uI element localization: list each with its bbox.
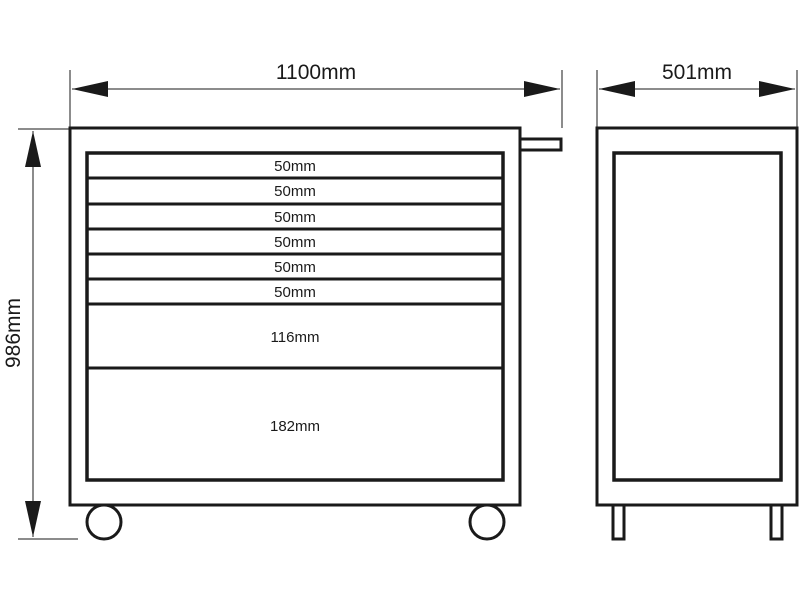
front-view: 50mm 50mm 50mm 50mm 50mm 50mm 116mm 182m… [68,126,563,541]
drawer-label: 50mm [274,183,316,200]
depth-dimension: 501mm [596,61,798,128]
side-view [595,126,799,541]
wheel-right [468,503,506,541]
cabinet-side-frame [595,126,799,507]
width-dimension: 1100mm [69,61,563,128]
wheel-left [85,503,123,541]
drawer-label: 50mm [274,158,316,175]
drawer-label: 116mm [271,329,320,346]
handle [520,137,563,152]
height-label: 986mm [2,298,25,368]
drawer-label: 50mm [274,209,316,226]
drawer-panel [85,151,505,482]
width-label: 1100mm [276,61,356,84]
leg-left [611,503,626,541]
arrow-left-icon [72,81,108,97]
drawer-label: 182mm [270,418,320,435]
drawer-labels: 50mm 50mm 50mm 50mm 50mm 50mm 116mm 182m… [270,158,320,435]
arrow-right-icon [524,81,560,97]
arrow-right-icon [759,81,795,97]
drawer-label: 50mm [274,234,316,251]
height-dimension: 986mm [2,128,78,540]
arrow-left-icon [599,81,635,97]
drawer-label: 50mm [274,284,316,301]
arrow-down-icon [25,501,41,537]
drawer-dividers [87,176,503,370]
leg-right [769,503,784,541]
drawer-label: 50mm [274,259,316,276]
depth-label: 501mm [662,61,732,84]
cabinet-front-frame [68,126,522,507]
arrow-up-icon [25,131,41,167]
side-panel [612,151,783,482]
